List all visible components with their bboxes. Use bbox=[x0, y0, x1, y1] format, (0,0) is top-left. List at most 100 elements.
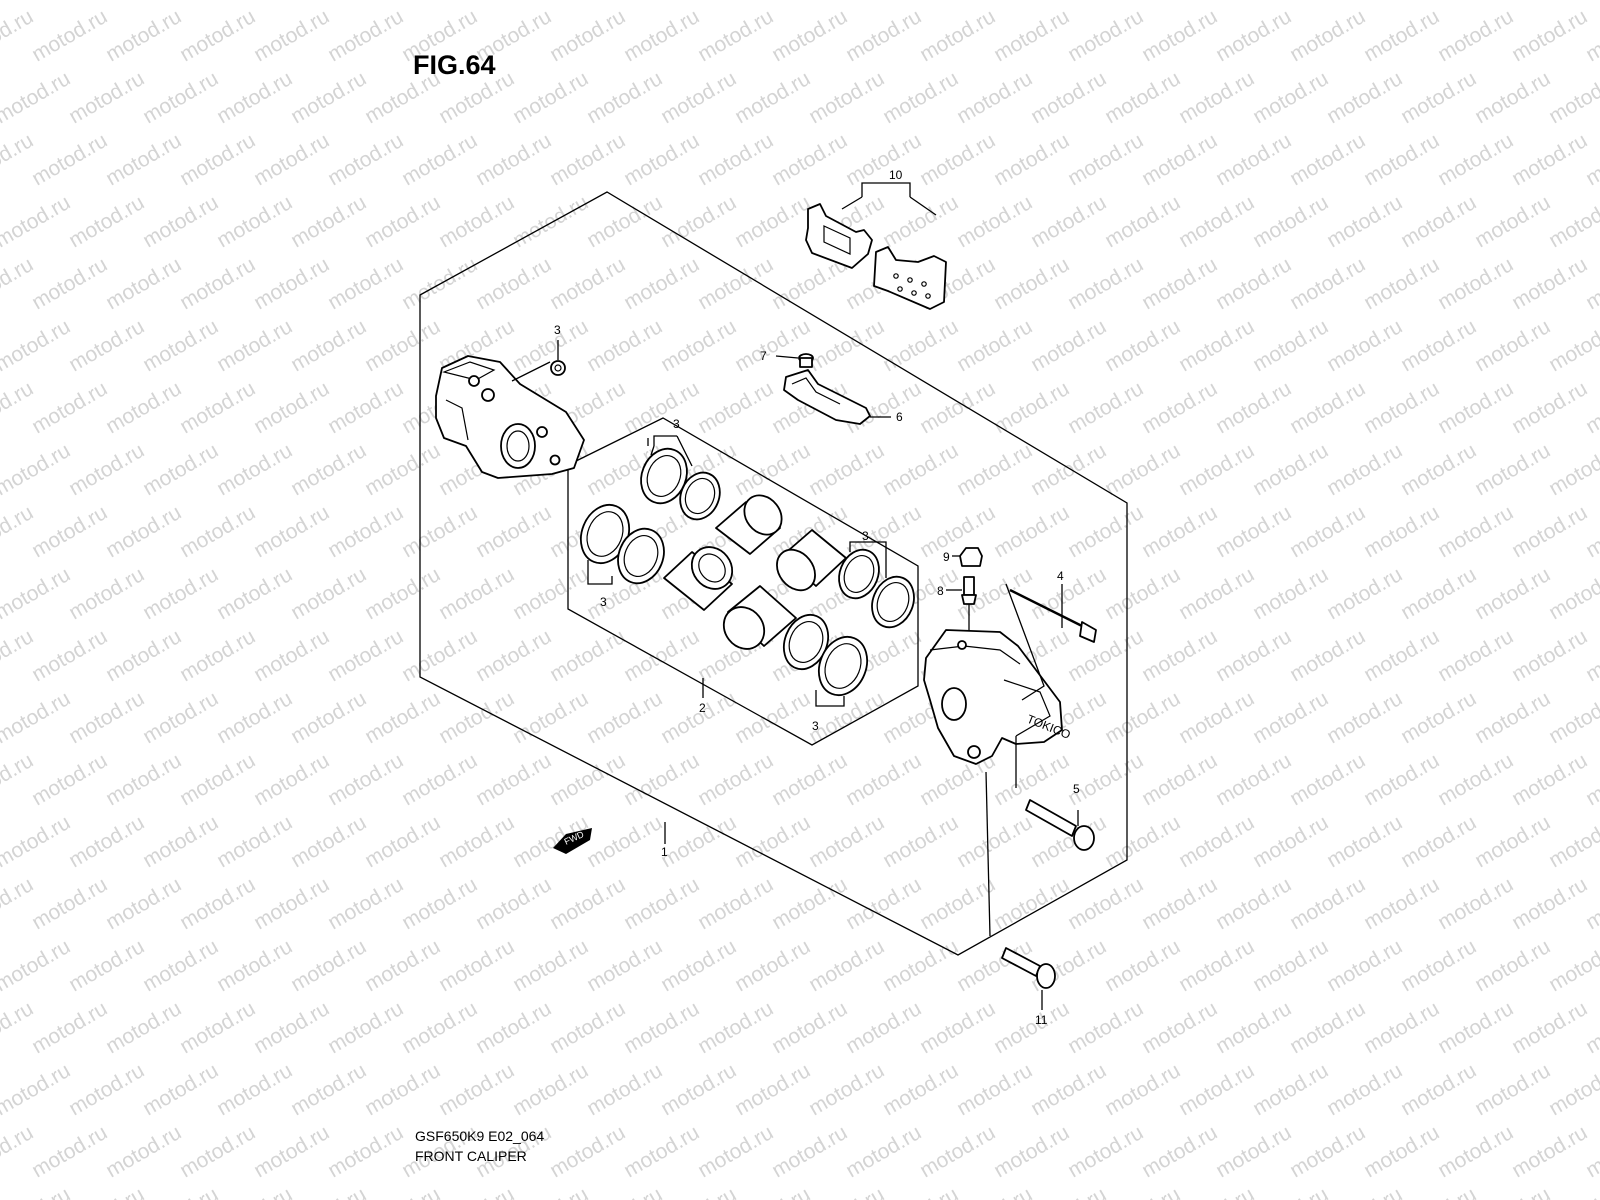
watermark-text: motod.ru bbox=[287, 315, 370, 376]
watermark-text: motod.ru bbox=[620, 253, 703, 314]
watermark-text: motod.ru bbox=[1175, 315, 1258, 376]
watermark-text: motod.ru bbox=[916, 1121, 999, 1182]
watermark-text: motod.ru bbox=[731, 935, 814, 996]
watermark-text: motod.ru bbox=[0, 315, 74, 376]
watermark-text: motod.ru bbox=[102, 997, 185, 1058]
figure-title: FIG.64 bbox=[413, 50, 496, 80]
watermark-text: motod.ru bbox=[102, 625, 185, 686]
watermark-text: motod.ru bbox=[1397, 1183, 1480, 1200]
watermark-text: motod.ru bbox=[1064, 1121, 1147, 1182]
watermark-text: motod.ru bbox=[1212, 997, 1295, 1058]
watermark-text: motod.ru bbox=[1397, 191, 1480, 252]
watermark-text: motod.ru bbox=[694, 5, 777, 66]
watermark-text: motod.ru bbox=[1027, 439, 1110, 500]
watermark-text: motod.ru bbox=[1360, 5, 1443, 66]
watermark-text: motod.ru bbox=[213, 1183, 296, 1200]
callout-1: 1 bbox=[661, 845, 668, 859]
watermark-text: motod.ru bbox=[28, 377, 111, 438]
watermark-text: motod.ru bbox=[102, 501, 185, 562]
watermark-text: motod.ru bbox=[1397, 687, 1480, 748]
watermark-text: motod.ru bbox=[583, 67, 666, 128]
watermark-text: motod.ru bbox=[472, 625, 555, 686]
watermark-text: motod.ru bbox=[916, 501, 999, 562]
watermark-text: motod.ru bbox=[805, 67, 888, 128]
watermark-text: motod.ru bbox=[731, 191, 814, 252]
watermark-text: motod.ru bbox=[1249, 563, 1332, 624]
watermark-text: motod.ru bbox=[1471, 191, 1554, 252]
watermark-text: motod.ru bbox=[1286, 129, 1369, 190]
watermark-text: motod.ru bbox=[916, 873, 999, 934]
watermark-text: motod.ru bbox=[1286, 5, 1369, 66]
caliper-assembly-outline bbox=[419, 191, 1128, 956]
watermark-text: motod.ru bbox=[1508, 129, 1591, 190]
watermark-text: motod.ru bbox=[1286, 501, 1369, 562]
watermark-text: motod.ru bbox=[361, 0, 444, 4]
watermark-text: motod.ru bbox=[1064, 501, 1147, 562]
watermark-text: motod.ru bbox=[1434, 129, 1517, 190]
watermark-text: motod.ru bbox=[139, 191, 222, 252]
watermark-text: motod.ru bbox=[1212, 253, 1295, 314]
watermark-text: motod.ru bbox=[324, 625, 407, 686]
watermark-text: motod.ru bbox=[361, 935, 444, 996]
watermark-text: motod.ru bbox=[1508, 749, 1591, 810]
watermark-text: motod.ru bbox=[768, 749, 851, 810]
watermark-text: motod.ru bbox=[1101, 1059, 1184, 1120]
watermark-text: motod.ru bbox=[65, 1183, 148, 1200]
watermark-text: motod.ru bbox=[916, 377, 999, 438]
watermark-text: motod.ru bbox=[1027, 0, 1110, 4]
watermark-text: motod.ru bbox=[176, 377, 259, 438]
watermark-text: motod.ru bbox=[213, 687, 296, 748]
watermark-text: motod.ru bbox=[435, 1183, 518, 1200]
watermark-text: motod.ru bbox=[1434, 749, 1517, 810]
watermark-text: motod.ru bbox=[139, 811, 222, 872]
watermark-text: motod.ru bbox=[546, 129, 629, 190]
watermark-text: motod.ru bbox=[139, 935, 222, 996]
watermark-text: motod.ru bbox=[1064, 873, 1147, 934]
watermark-text: motod.ru bbox=[805, 935, 888, 996]
watermark-text: motod.ru bbox=[546, 5, 629, 66]
right-caliper-half: TOKICO bbox=[923, 629, 1073, 765]
watermark-text: motod.ru bbox=[1249, 1059, 1332, 1120]
watermark-text: motod.ru bbox=[1434, 501, 1517, 562]
watermark-text: motod.ru bbox=[731, 0, 814, 4]
watermark-text: motod.ru bbox=[472, 253, 555, 314]
watermark-text: motod.ru bbox=[324, 377, 407, 438]
watermark-text: motod.ru bbox=[657, 687, 740, 748]
watermark-text: motod.ru bbox=[0, 997, 37, 1058]
watermark-text: motod.ru bbox=[1101, 67, 1184, 128]
watermark-text: motod.ru bbox=[509, 687, 592, 748]
watermark-text: motod.ru bbox=[1397, 811, 1480, 872]
watermark-text: motod.ru bbox=[879, 0, 962, 4]
watermark-text: motod.ru bbox=[990, 997, 1073, 1058]
watermark-text: motod.ru bbox=[916, 5, 999, 66]
watermark-text: motod.ru bbox=[65, 439, 148, 500]
watermark-text: motod.ru bbox=[28, 749, 111, 810]
watermark-text: motod.ru bbox=[509, 191, 592, 252]
watermark-text: motod.ru bbox=[1360, 501, 1443, 562]
watermark-text: motod.ru bbox=[1249, 1183, 1332, 1200]
watermark-text: motod.ru bbox=[65, 0, 148, 4]
watermark-text: motod.ru bbox=[287, 439, 370, 500]
watermark-text: motod.ru bbox=[0, 811, 74, 872]
watermark-text: motod.ru bbox=[768, 129, 851, 190]
watermark-text: motod.ru bbox=[213, 0, 296, 4]
watermark-text: motod.ru bbox=[1249, 191, 1332, 252]
callout-5: 5 bbox=[1073, 782, 1080, 796]
watermark-text: motod.ru bbox=[1360, 253, 1443, 314]
watermark-text: motod.ru bbox=[0, 935, 74, 996]
watermark-text: motod.ru bbox=[1434, 253, 1517, 314]
watermark-text: motod.ru bbox=[768, 1121, 851, 1182]
watermark-text: motod.ru bbox=[1027, 1059, 1110, 1120]
watermark-text: motod.ru bbox=[1323, 315, 1406, 376]
watermark-text: motod.ru bbox=[1471, 811, 1554, 872]
watermark-text: motod.ru bbox=[1471, 1059, 1554, 1120]
watermark-text: motod.ru bbox=[768, 5, 851, 66]
watermark-text: motod.ru bbox=[546, 749, 629, 810]
watermark-text: motod.ru bbox=[1434, 1121, 1517, 1182]
pin-seal-washer bbox=[550, 360, 566, 376]
watermark-text: motod.ru bbox=[1249, 67, 1332, 128]
callout-9: 9 bbox=[943, 550, 950, 564]
watermark-text: motod.ru bbox=[509, 1059, 592, 1120]
watermark-text: motod.ru bbox=[176, 749, 259, 810]
watermark-text: motod.ru bbox=[324, 749, 407, 810]
